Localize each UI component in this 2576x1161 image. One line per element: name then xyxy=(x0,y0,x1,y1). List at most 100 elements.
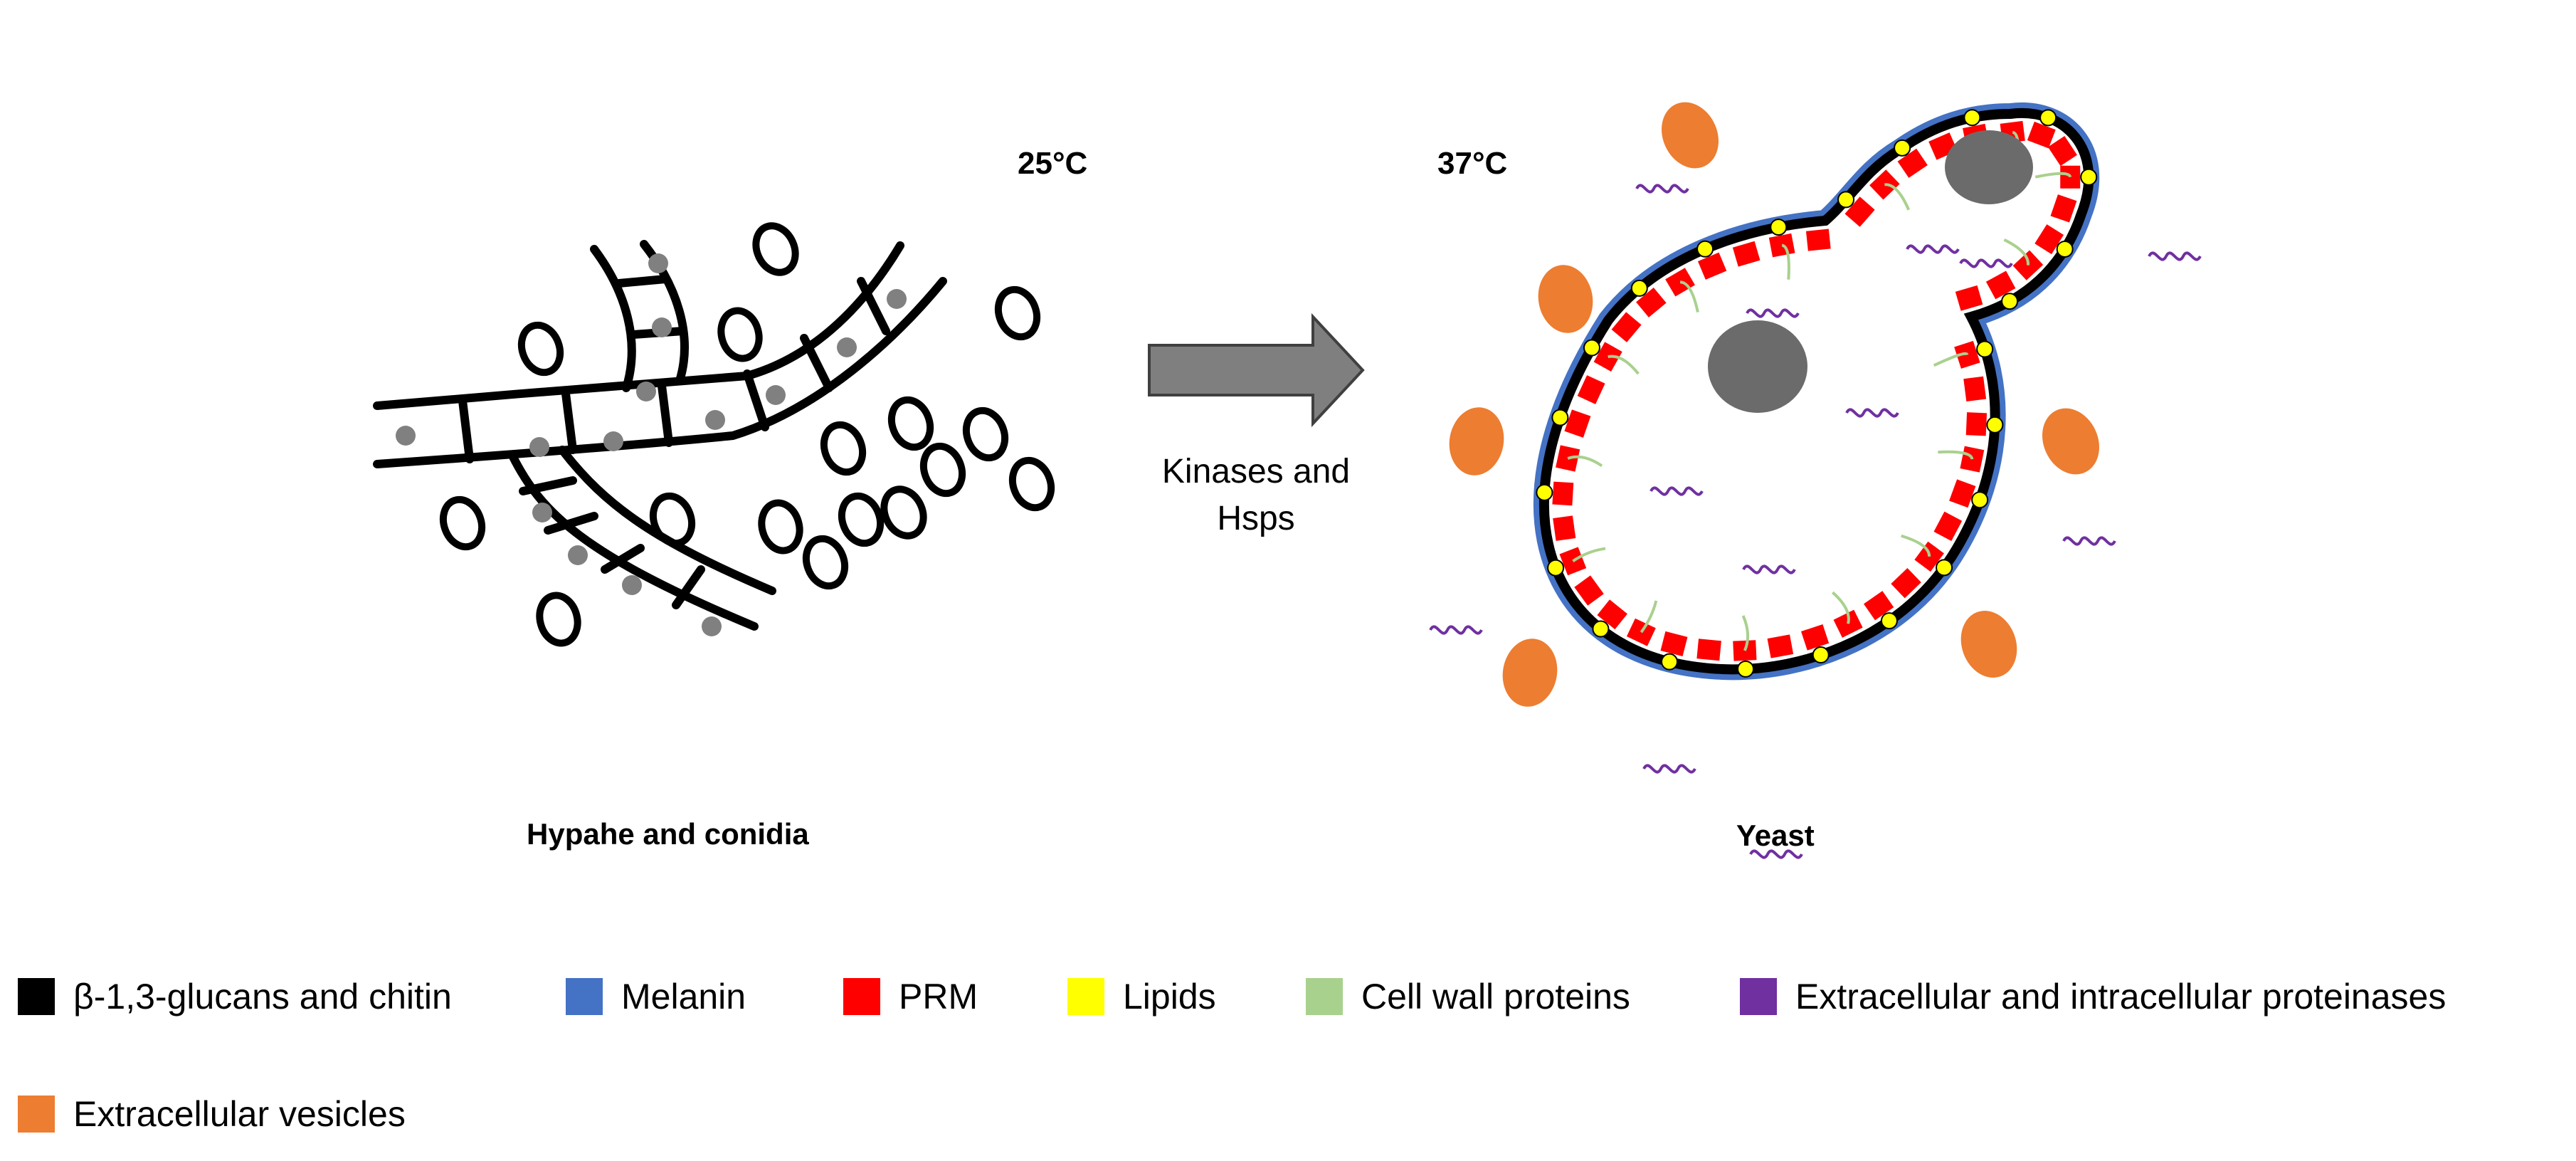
cell-wall-protein xyxy=(1608,354,1640,375)
prm-marker xyxy=(2027,121,2056,149)
proteinases xyxy=(1429,184,2202,859)
prm-marker xyxy=(1696,639,1721,661)
proteinase xyxy=(1749,849,1803,859)
prm-marker xyxy=(1844,196,1875,227)
legend-label-glucans: β-1,3-glucans and chitin xyxy=(73,977,452,1016)
extracellular-vesicle xyxy=(1960,611,2017,678)
extracellular-vesicle xyxy=(2042,408,2099,475)
lipid-marker xyxy=(1894,139,1911,157)
legend-swatch-prm xyxy=(843,978,880,1015)
conidium xyxy=(752,222,799,276)
lipid-marker xyxy=(1592,620,1610,638)
legend-label-prm: PRM xyxy=(899,977,978,1016)
proteinase xyxy=(2148,251,2202,261)
legend-item-glucans: β-1,3-glucans and chitin xyxy=(18,968,452,1025)
legend-label-lipids: Lipids xyxy=(1123,977,1216,1016)
prm-marker xyxy=(1864,591,1894,621)
conidium xyxy=(994,285,1041,341)
septum xyxy=(672,565,705,609)
prm-marker xyxy=(1949,479,1976,508)
cell-wall-protein xyxy=(2003,238,2029,266)
hypha-branch-down-wall-a xyxy=(508,451,759,631)
extracellular-vesicle xyxy=(1538,265,1593,333)
conidium xyxy=(962,406,1009,462)
hypha-nucleus-dot xyxy=(603,431,623,451)
proteinase xyxy=(1845,408,1899,418)
extracellular-vesicle xyxy=(1449,407,1504,476)
proteinase xyxy=(1635,184,1689,194)
lipid-marker xyxy=(1936,559,1953,577)
lipid-marker xyxy=(2001,293,2019,310)
legend-swatch-glucans xyxy=(18,978,55,1015)
lipid-marker xyxy=(1536,483,1553,501)
proteinase xyxy=(1742,564,1796,574)
proteinase xyxy=(1429,625,1483,635)
legend-item-vesicles: Extracellular vesicles xyxy=(18,1086,406,1142)
legend-swatch-melanin xyxy=(566,978,603,1015)
lipid-marker xyxy=(1963,109,1981,127)
prm-marker xyxy=(1933,511,1963,542)
lipid-marker xyxy=(1661,653,1679,671)
conidium xyxy=(802,535,849,590)
prm-marker xyxy=(1963,376,1987,402)
proteinase xyxy=(1959,258,2013,268)
lipid-marker xyxy=(1583,339,1600,357)
proteinase xyxy=(1642,764,1696,774)
prm-marker xyxy=(1897,148,1928,178)
legend-swatch-lipids xyxy=(1067,978,1104,1015)
hypha-main-wall-bottom xyxy=(373,277,947,468)
extracellular-vesicle xyxy=(1662,102,1719,169)
proteinase xyxy=(2062,536,2116,546)
lipid-marker xyxy=(2039,109,2057,127)
hypha-nucleus-dot xyxy=(702,616,722,636)
conidium xyxy=(880,485,927,540)
lipid-marker xyxy=(1737,660,1755,678)
conidium xyxy=(536,592,581,647)
hypha-nucleus-dot xyxy=(636,382,656,401)
arrow-label: Kinases and Hsps xyxy=(1135,448,1377,542)
legend-label-vesicles: Extracellular vesicles xyxy=(73,1094,406,1134)
hypha-branch-down-wall-b xyxy=(558,446,776,595)
caption-yeast: Yeast xyxy=(1736,819,1815,852)
septum xyxy=(544,512,598,535)
legend-label-melanin: Melanin xyxy=(621,977,746,1016)
hypha-nucleus-dot xyxy=(529,437,549,457)
legend-swatch-proteinases xyxy=(1740,978,1777,1015)
prm-marker xyxy=(2050,194,2077,223)
cell-wall-protein xyxy=(1567,455,1603,468)
lipid-marker xyxy=(1630,279,1648,297)
conidium xyxy=(1008,456,1055,512)
conidium xyxy=(717,307,763,362)
legend-swatch-vesicles xyxy=(18,1096,55,1133)
arrow-label-line2: Hsps xyxy=(1217,500,1295,537)
lipid-marker xyxy=(1976,340,1994,358)
septum xyxy=(601,544,645,574)
prm-marker xyxy=(1801,624,1830,651)
hypha-nucleus-dot xyxy=(532,503,552,522)
septum xyxy=(743,369,769,431)
prm-marker xyxy=(1660,631,1688,656)
prm-marker xyxy=(1574,575,1604,606)
hypha-nucleus-dot xyxy=(887,289,907,309)
legend-swatch-cell-wall-proteins xyxy=(1306,978,1343,1015)
hypha-nucleus-dot xyxy=(568,545,588,565)
septum xyxy=(857,277,890,335)
conidia xyxy=(439,222,1055,647)
conidium xyxy=(758,499,803,555)
septum xyxy=(561,389,577,454)
lipid-marker xyxy=(1880,612,1898,630)
arrow-label-line1: Kinases and xyxy=(1161,453,1351,490)
cell-wall-protein xyxy=(1741,615,1750,651)
hypha-main-wall-top xyxy=(373,241,904,410)
hypha-nucleus-dot xyxy=(766,385,786,405)
cell-wall-protein xyxy=(1884,183,1911,211)
septum xyxy=(458,396,474,463)
hypha-nucleus-dot xyxy=(648,253,668,273)
conidium xyxy=(649,492,696,547)
prm-marker xyxy=(1564,409,1591,438)
caption-hyphae: Hypahe and conidia xyxy=(527,817,809,851)
conidium xyxy=(887,396,934,451)
hypha-nucleus-dot xyxy=(652,317,672,337)
